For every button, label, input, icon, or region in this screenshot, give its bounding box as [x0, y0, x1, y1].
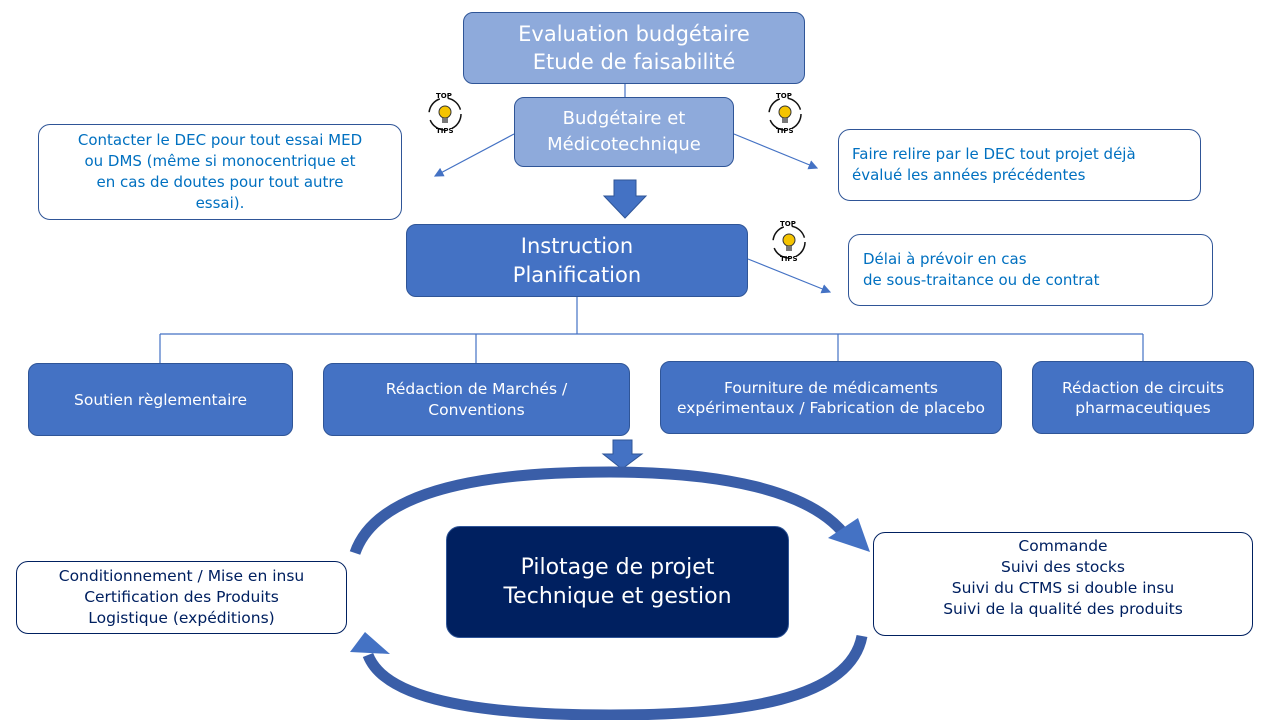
budget-line1: Budgétaire et: [562, 108, 686, 129]
instruction-box: Instruction Planification: [406, 224, 748, 297]
budget-line2: Médicotechnique: [547, 134, 701, 155]
task-label: Rédaction de Marchés / Conventions: [385, 379, 568, 419]
left-cycle-line1: Conditionnement / Mise en insu: [58, 567, 305, 585]
cycle-arrow-top: [349, 466, 850, 556]
task-contracts: Rédaction de Marchés / Conventions: [323, 363, 630, 436]
down-arrow-2: [601, 439, 644, 470]
cycle-arrowhead-top: [828, 518, 870, 552]
right-cycle-line3: Suivi du CTMS si double insu: [951, 579, 1175, 597]
tree-connector: [159, 297, 1144, 363]
top-tips-icon: TOP TIPS: [765, 92, 805, 135]
right-cycle-line4: Suivi de la qualité des produits: [943, 600, 1183, 618]
evaluation-box: Evaluation budgétaire Etude de faisabili…: [463, 12, 805, 84]
tip-instruction-line2: de sous-traitance ou de contrat: [863, 271, 1100, 289]
cycle-box-left: Conditionnement / Mise en insu Certifica…: [16, 561, 347, 634]
tip-instruction-line1: Délai à prévoir en cas: [863, 250, 1027, 268]
tip-right-line1: Faire relire par le DEC tout projet déjà: [852, 145, 1136, 163]
pilot-box: Pilotage de projet Technique et gestion: [446, 526, 789, 638]
tips-top-text: TOP: [776, 92, 792, 100]
cycle-arrowhead-bottom: [350, 632, 390, 654]
arrow-to-tip-right: [733, 133, 819, 170]
tips-bottom-text: TIPS: [776, 127, 794, 135]
tip-box-delay: Délai à prévoir en cas de sous-traitance…: [848, 234, 1213, 306]
task-drug-supply: Fourniture de médicaments expérimentaux …: [660, 361, 1002, 434]
tips-top-text: TOP: [780, 220, 796, 228]
right-cycle-line1: Commande: [1018, 537, 1108, 555]
evaluation-line1: Evaluation budgétaire: [518, 22, 750, 46]
budget-box: Budgétaire et Médicotechnique: [514, 97, 734, 167]
cycle-arrow-bottom: [362, 634, 868, 720]
tip-left-line4: essai).: [195, 194, 245, 212]
pilot-line1: Pilotage de projet: [520, 555, 715, 580]
task-pharma-circuits: Rédaction de circuits pharmaceutiques: [1032, 361, 1254, 434]
task-label: Soutien règlementaire: [74, 390, 247, 409]
tip-box-reread: Faire relire par le DEC tout projet déjà…: [838, 129, 1201, 201]
tip-left-line2: ou DMS (même si monocentrique et: [84, 152, 356, 170]
right-cycle-line2: Suivi des stocks: [1001, 558, 1125, 576]
tips-bottom-text: TIPS: [780, 255, 798, 263]
task-label: Rédaction de circuits pharmaceutiques: [1061, 378, 1225, 417]
task-regulatory-support: Soutien règlementaire: [28, 363, 293, 436]
tips-bottom-text: TIPS: [436, 127, 454, 135]
tip-box-dec-contact: Contacter le DEC pour tout essai MED ou …: [38, 124, 402, 220]
instruction-line1: Instruction: [520, 233, 634, 258]
cycle-box-right: Commande Suivi des stocks Suivi du CTMS …: [873, 532, 1253, 636]
pilot-line2: Technique et gestion: [503, 584, 732, 609]
tip-left-line3: en cas de doutes pour tout autre: [96, 173, 344, 191]
left-cycle-line2: Certification des Produits: [84, 588, 279, 606]
top-tips-icon: TOP TIPS: [425, 92, 465, 135]
tip-right-line2: évalué les années précédentes: [852, 166, 1086, 184]
evaluation-line2: Etude de faisabilité: [532, 50, 736, 74]
arrow-to-tip-left: [433, 133, 515, 177]
down-arrow-1: [602, 179, 648, 219]
task-label: Fourniture de médicaments expérimentaux …: [676, 378, 986, 417]
arrow-to-tip-instruction: [747, 258, 832, 294]
tips-top-text: TOP: [436, 92, 452, 100]
tip-left-line1: Contacter le DEC pour tout essai MED: [77, 131, 363, 149]
instruction-line2: Planification: [512, 262, 642, 287]
left-cycle-line3: Logistique (expéditions): [88, 609, 275, 627]
top-tips-icon: TOP TIPS: [769, 220, 809, 263]
